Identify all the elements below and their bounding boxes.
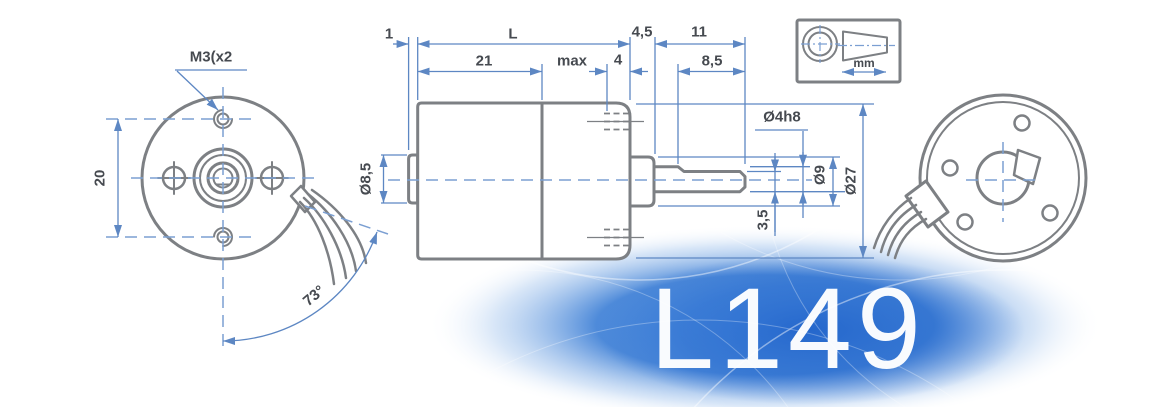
rear-tab — [1012, 148, 1042, 186]
shaft-flat-length-dim-label: 8,5 — [701, 52, 723, 70]
projection-cone — [842, 30, 888, 62]
motor-body — [416, 101, 632, 261]
front-boss-diameter-dim-label: Ø9 — [811, 164, 829, 186]
thread-depth-max-label: max — [556, 52, 588, 70]
projection-symbol-box — [795, 18, 902, 84]
thread-depth-dim-label: 4 — [613, 51, 623, 69]
front-wire-stub — [289, 184, 317, 214]
brand-banner-graphic — [427, 225, 1103, 407]
side-view-drawing — [407, 101, 747, 261]
body-diameter-dim-label-text: Ø27 — [842, 166, 860, 196]
front-view-drawing — [140, 95, 368, 286]
dimension-lines — [106, 37, 1040, 352]
units-label: mm — [853, 56, 875, 70]
shaft-extension-dim-label: 11 — [691, 23, 707, 41]
front-boss — [628, 155, 656, 208]
hole-spacing-dim-label: 20 — [91, 169, 109, 187]
thread-callout-label: M3(x2 — [189, 48, 233, 66]
shaft-diameter-dim-label: Ø4h8 — [763, 108, 801, 126]
output-shaft — [652, 165, 747, 194]
rear-wire-connector — [904, 179, 950, 229]
model-name: L149 — [650, 265, 926, 393]
rear-view-drawing — [872, 93, 1088, 263]
front-boss-length-dim-label: 4,5 — [631, 23, 653, 41]
rear-boss-length-dim-label: 1 — [384, 25, 394, 43]
rear-boss-diameter-dim-label: Ø8,5 — [357, 162, 375, 196]
wire-angle-dim — [222, 231, 378, 346]
banner-arc-decorations — [430, 227, 1100, 407]
rear-boss — [407, 153, 420, 205]
gearbox-length-dim-label: 21 — [475, 52, 493, 70]
body-length-dim-label: L — [508, 25, 518, 43]
shaft-flat-height-dim-label: 3,5 — [754, 209, 772, 231]
